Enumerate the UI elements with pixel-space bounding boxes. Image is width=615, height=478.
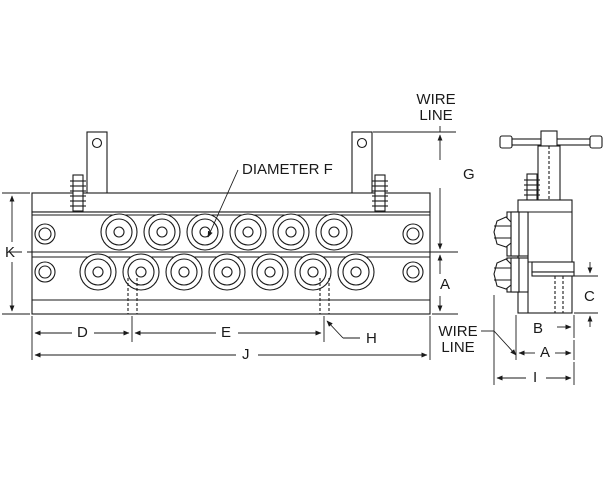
right-hanger-bracket <box>351 131 373 195</box>
mounting-block <box>531 261 575 273</box>
dim-g-label: G <box>463 166 475 183</box>
wire-line-top-word-1: WIRE <box>416 91 456 108</box>
right-adjusting-screw <box>372 174 388 212</box>
wire-line-top-word-2: LINE <box>419 107 453 124</box>
lower-roller-row <box>79 253 375 291</box>
hidden-shafts <box>127 278 330 314</box>
front-view <box>31 131 431 315</box>
dim-b-label: B <box>533 320 544 337</box>
diameter-f-label: DIAMETER F <box>242 161 333 178</box>
wire-line-side-word-1: WIRE <box>438 323 478 340</box>
front-dimensions <box>2 126 458 360</box>
dim-h-label: H <box>366 330 377 347</box>
left-adjusting-screw <box>70 174 86 212</box>
side-dimensions <box>481 262 598 385</box>
wire-line-side-word-2: LINE <box>441 339 475 356</box>
t-handle <box>499 130 603 149</box>
dim-a-side-label: A <box>540 344 551 361</box>
dim-i-label: I <box>533 369 538 386</box>
dim-e-label: E <box>221 324 232 341</box>
top-rail <box>31 192 431 213</box>
left-hanger-bracket <box>86 131 108 195</box>
dim-a-front-label: A <box>440 276 451 293</box>
wire-line-label-top: WIRE LINE <box>408 92 464 124</box>
dim-d-label: D <box>77 324 88 341</box>
dim-c-label: C <box>584 288 595 305</box>
side-view <box>493 130 603 314</box>
mounting-bolts <box>34 223 424 283</box>
wire-line-label-side: WIRE LINE <box>430 324 486 356</box>
dim-k-label: K <box>5 244 16 261</box>
dim-j-label: J <box>242 346 250 363</box>
side-lower-nut <box>493 258 512 290</box>
side-upper-nut <box>493 216 512 248</box>
